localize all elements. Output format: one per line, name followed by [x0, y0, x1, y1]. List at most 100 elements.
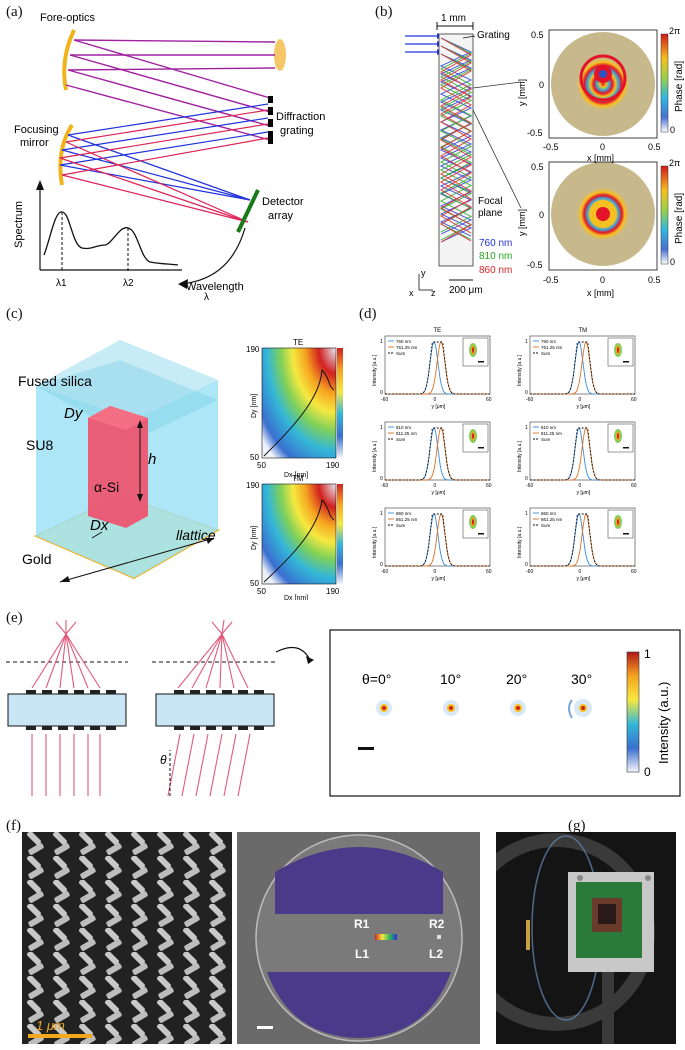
wafer-l2: L2 — [429, 947, 443, 961]
xtick: -60 — [526, 569, 533, 575]
xtick: 0 — [434, 483, 437, 489]
panel-b-label: (b) — [375, 4, 393, 20]
ytick: 1 — [525, 425, 528, 431]
device-tilted — [155, 693, 275, 727]
panel-g-label: (g) — [568, 818, 586, 834]
sem-scale-text: 1 μm — [36, 1018, 65, 1033]
diffraction-grating — [268, 96, 273, 144]
ylabel: Intensity [a.u.] — [517, 440, 523, 472]
ylabel: Intensity [a.u.] — [372, 354, 378, 386]
legend-a: 860 nm — [541, 511, 556, 516]
phase-colorbar-bottom — [660, 165, 669, 265]
intensity-cbar-bottom: 0 — [644, 765, 651, 779]
legend-sum: Sum — [396, 437, 406, 442]
ytick: 1 — [380, 339, 383, 345]
focusing-mirror — [58, 123, 74, 186]
legend-b: 861.25 nm — [396, 517, 418, 522]
unit-cell-diagram: Fused silica SU8 α-Si Gold Dy Dx h llatt… — [18, 338, 343, 600]
te-xtick-190: 190 — [326, 461, 340, 470]
wl-810: 810 nm — [479, 251, 512, 262]
phase-map-bottom — [548, 161, 658, 271]
ytick: 1 — [380, 511, 383, 517]
te-heatmap — [261, 347, 337, 459]
wafer-photo: R1 R2 L1 L2 — [237, 832, 480, 1044]
spectrum-label: Spectrum — [13, 201, 25, 248]
legend-a: 810 nm — [541, 425, 556, 430]
b1-xtick-0: -0.5 — [543, 142, 559, 152]
detector-label-1: Detector — [262, 196, 304, 208]
b2-xtick-0: -0.5 — [543, 275, 559, 285]
metasurface-trace-diagram: 1 mm Grating Focal plane 760 nm 810 nm 8… — [405, 13, 685, 298]
asi-label: α-Si — [94, 479, 119, 495]
ytick: 0 — [525, 476, 528, 482]
legend-sum: Sum — [541, 437, 551, 442]
spectrum-curve — [43, 211, 179, 266]
legend-sum: Sum — [396, 523, 406, 528]
su8-label: SU8 — [26, 437, 53, 453]
lut-colorbar-tm — [337, 484, 343, 584]
te-xtick-50: 50 — [257, 461, 266, 470]
xlabel: y [μm] — [432, 490, 446, 496]
profile-curve-sum — [385, 341, 490, 395]
legend-a: 860 nm — [396, 511, 411, 516]
ytick: 0 — [380, 390, 383, 396]
xtick: 60 — [486, 397, 492, 403]
ytick: 1 — [525, 339, 528, 345]
angle-0: θ=0° — [362, 671, 391, 687]
xtick: -60 — [526, 483, 533, 489]
xtick: -60 — [381, 483, 388, 489]
tm-ytick-50: 50 — [250, 579, 259, 588]
legend-b: 761.25 nm — [541, 345, 563, 350]
profile-curve-sum — [385, 427, 490, 481]
grating-label-2: grating — [280, 125, 314, 137]
profile-curve-sum — [385, 513, 490, 567]
legend-b: 861.25 nm — [541, 517, 563, 522]
ytick: 0 — [380, 476, 383, 482]
legend-sum: Sum — [396, 351, 406, 356]
lattice-label: llattice — [176, 527, 216, 543]
panel-c-label: (c) — [6, 306, 23, 322]
xtick: 0 — [579, 397, 582, 403]
fore-optics-mirror — [62, 29, 76, 91]
lambda-label: λ — [204, 292, 209, 300]
wl-760: 760 nm — [479, 238, 512, 249]
focusing-mirror-label-2: mirror — [20, 137, 49, 149]
b2-xlabel: x [mm] — [587, 288, 614, 298]
sem-image: 1 μm — [22, 832, 232, 1044]
legend-b: 761.25 nm — [396, 345, 418, 350]
detector-label-2: array — [268, 210, 294, 222]
focal-plane-label-2: plane — [478, 208, 503, 219]
ytick: 0 — [380, 562, 383, 568]
cbar-top-2: 2π — [669, 158, 680, 168]
b1-xtick-1: 0 — [600, 142, 605, 152]
wafer-r1: R1 — [354, 917, 370, 931]
wafer-r2: R2 — [429, 917, 445, 931]
panel-b: (b) 1 mm Grating Focal plane 760 nm 810 … — [345, 0, 685, 300]
tm-xtick-190: 190 — [326, 587, 340, 596]
wafer-l1: L1 — [355, 947, 369, 961]
xtick: -60 — [381, 397, 388, 403]
h-label: h — [148, 451, 156, 468]
profile-curve-sum — [530, 513, 635, 567]
ytick: 1 — [525, 511, 528, 517]
xtick: 60 — [486, 483, 492, 489]
xtick: 0 — [579, 569, 582, 575]
xlabel: y [μm] — [432, 576, 446, 582]
xtick: 60 — [486, 569, 492, 575]
intensity-cbar-label: Intensity (a.u.) — [656, 682, 671, 764]
b2-ytick-2: -0.5 — [527, 260, 543, 270]
tm-xtick-50: 50 — [257, 587, 266, 596]
b1-ytick-0: 0.5 — [531, 30, 544, 40]
te-ylabel: Dy [nm] — [251, 394, 258, 418]
phase-map-top — [548, 29, 658, 139]
angle-10: 10° — [440, 671, 461, 687]
b2-ytick-0: 0.5 — [531, 162, 544, 172]
b2-ytick-1: 0 — [539, 210, 544, 220]
xlabel: y [μm] — [577, 404, 591, 410]
ytick: 0 — [525, 390, 528, 396]
axis-z-glyph: z — [431, 288, 436, 298]
fore-optics-label: Fore-optics — [40, 12, 96, 24]
tm-heatmap — [261, 483, 337, 585]
xlabel: y [μm] — [432, 404, 446, 410]
panel-a: (a) — [0, 0, 345, 300]
